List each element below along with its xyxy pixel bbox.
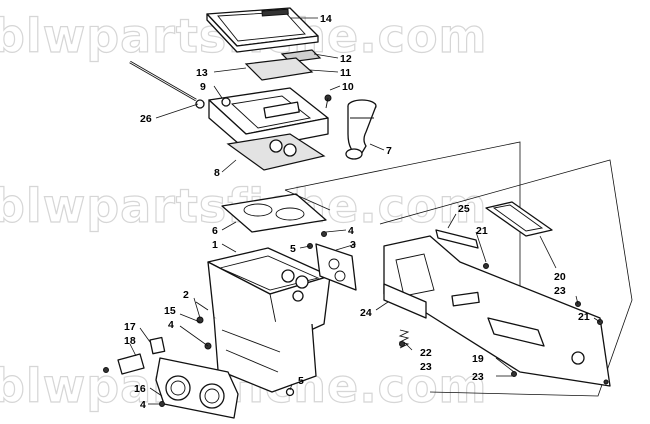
callout-labels: 14 12 11 13 9 10 26 7 8 6 1 4 5 3 25 21 … <box>124 13 590 411</box>
callout-12: 12 <box>340 53 352 65</box>
callout-14: 14 <box>320 13 332 25</box>
callout-21-right: 21 <box>578 311 590 323</box>
part-22-spring <box>398 329 410 349</box>
callout-8: 8 <box>214 167 220 179</box>
callout-11: 11 <box>340 67 351 79</box>
callout-23-lower: 23 <box>472 371 484 383</box>
callout-17: 17 <box>124 321 136 333</box>
callout-15: 15 <box>164 305 176 317</box>
callout-18: 18 <box>124 335 136 347</box>
part-14-airbox-cover <box>206 7 319 53</box>
part-25-lid <box>435 229 479 249</box>
callout-3: 3 <box>350 239 356 251</box>
part-16-intake-housing <box>155 357 239 419</box>
lower-frame <box>213 317 317 397</box>
callout-23-middle: 23 <box>420 361 432 373</box>
part-11-foam <box>244 57 314 81</box>
part-24-cover-plate <box>383 283 427 319</box>
part-8-foam-pad <box>226 133 326 171</box>
callout-19: 19 <box>472 353 484 365</box>
callout-25: 25 <box>458 203 470 215</box>
callout-26: 26 <box>140 113 152 125</box>
callout-4-lower: 4 <box>140 399 146 411</box>
part-17-bracket <box>103 336 166 375</box>
callout-24: 24 <box>360 307 372 319</box>
callout-23-upper: 23 <box>554 285 566 297</box>
callout-20: 20 <box>554 271 566 283</box>
part-3-flange <box>315 243 357 291</box>
callout-22: 22 <box>420 347 432 359</box>
callout-10: 10 <box>342 81 354 93</box>
callout-1: 1 <box>212 239 218 251</box>
callout-6: 6 <box>212 225 218 237</box>
callout-21-upper: 21 <box>476 225 488 237</box>
part-9-airbox-housing <box>208 87 329 151</box>
callout-7: 7 <box>386 145 392 157</box>
part-26-strap <box>129 60 205 109</box>
callout-16: 16 <box>134 383 146 395</box>
callout-4-left: 4 <box>168 319 174 331</box>
callout-13: 13 <box>196 67 208 79</box>
fasteners-left <box>195 301 212 350</box>
callout-9: 9 <box>200 81 206 93</box>
part-10-screw <box>324 94 332 109</box>
callout-5-lower: 5 <box>298 375 304 387</box>
part-20-lid-frame <box>485 201 553 237</box>
leader-lines <box>129 17 601 405</box>
callout-2: 2 <box>183 289 189 301</box>
part-6-gasket <box>221 193 327 233</box>
fasteners-upper <box>307 231 327 249</box>
callout-5-upper: 5 <box>290 243 296 255</box>
callout-4-upper: 4 <box>348 225 354 237</box>
part-7-intake-boot <box>345 99 377 160</box>
